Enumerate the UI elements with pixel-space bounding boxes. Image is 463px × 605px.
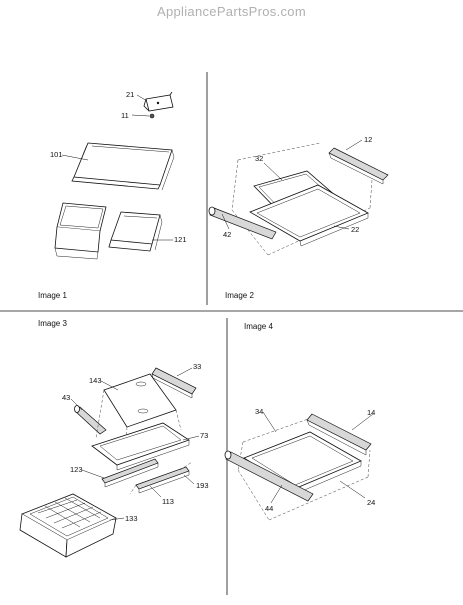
label-43: 43 [62,393,70,402]
panel-title-image-4: Image 4 [244,322,273,331]
leader-193 [183,474,195,485]
leader-32 [263,162,283,181]
label-121: 121 [174,235,187,244]
label-21: 21 [126,90,134,99]
part-73-frame [91,422,190,471]
part-33-rail [151,367,197,399]
part-121-tray [108,211,163,252]
leader-33 [176,367,193,377]
leader-21 [136,94,148,102]
leader-44 [270,484,283,504]
panel-image-1: 21 11 101 [38,90,187,300]
leader-12 [345,139,363,151]
label-123: 123 [70,465,83,474]
watermark: AppliancePartsPros.com [157,4,306,19]
label-33: 33 [193,362,201,371]
label-12: 12 [364,135,372,144]
label-44: 44 [265,504,273,513]
part-101-shelf [71,142,175,191]
leader-24 [339,480,366,499]
part-shelf-frame-2 [249,184,369,247]
panel-image-3: Image 3 33 143 43 [19,319,209,558]
panel-image-2: 12 32 42 22 Image 2 [208,135,389,300]
leader-113 [149,485,162,498]
label-143: 143 [89,376,102,385]
part-drawer-left [54,202,107,260]
part-14-rear-rail [306,413,372,456]
leader-123 [81,469,105,479]
leader-14 [351,413,374,431]
label-34: 34 [255,407,263,416]
label-11: 11 [121,111,129,120]
label-193: 193 [196,481,209,490]
leader-34 [262,411,277,433]
panel-title-image-3: Image 3 [38,319,67,328]
leader-143 [100,380,119,391]
leader-42 [221,213,230,230]
part-12-rear-rail [328,147,389,185]
leader-11 [131,114,150,117]
part-43-front-rail [74,405,107,435]
leader-73 [182,435,200,441]
part-44-front-rail [224,450,314,502]
part-42-front-rail [208,206,277,240]
label-14: 14 [367,408,375,417]
label-22: 22 [351,225,359,234]
part-34-shelf [243,431,362,495]
leader-43 [70,398,83,411]
label-24: 24 [367,498,375,507]
panel-title-image-1: Image 1 [38,291,67,300]
leader-101 [61,154,89,161]
panel-title-image-2: Image 2 [225,291,254,300]
leader-22 [333,225,350,230]
label-32: 32 [255,154,263,163]
label-73: 73 [200,431,208,440]
part-133-drawer [19,493,117,558]
part-113-slide [135,466,190,494]
part-123-rail [101,458,159,488]
panel-image-4: Image 4 14 34 [224,322,375,521]
label-42: 42 [223,230,231,239]
label-113: 113 [162,497,174,506]
label-101: 101 [50,150,63,159]
leader-133 [109,517,125,521]
part-21-bracket [143,91,174,112]
label-133: 133 [125,514,138,523]
part-11-screw [149,113,155,119]
part-143-panel [103,373,177,428]
